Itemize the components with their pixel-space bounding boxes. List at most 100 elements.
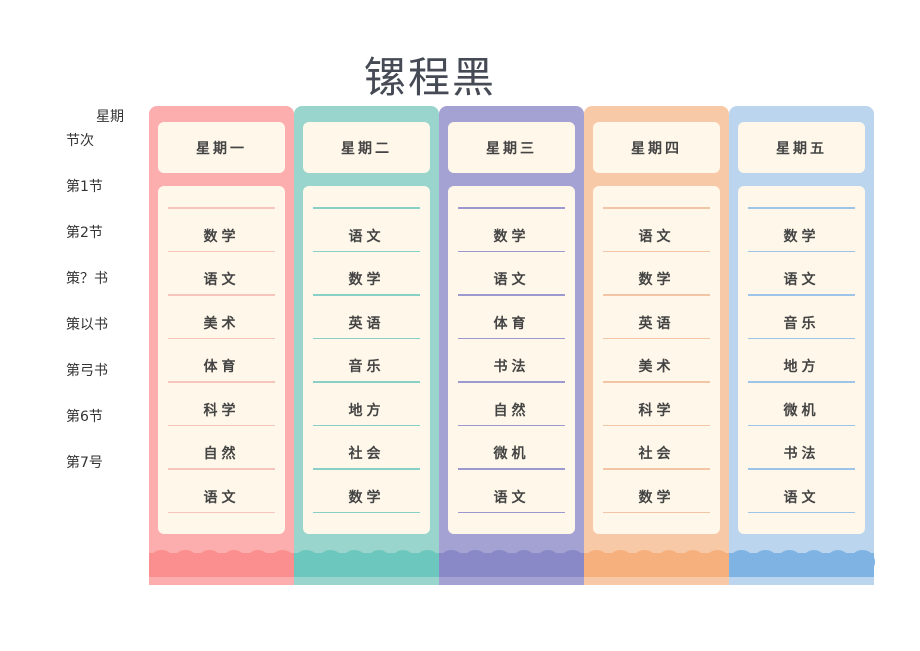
class-cell: 数学 bbox=[348, 272, 385, 288]
row-divider bbox=[748, 250, 855, 252]
class-cell: 数学 bbox=[783, 228, 820, 245]
row-divider bbox=[603, 337, 710, 339]
row-divider bbox=[603, 468, 710, 470]
class-cell: 语文 bbox=[783, 489, 820, 506]
period-label: 第6节 bbox=[66, 409, 103, 425]
class-cell: 音乐 bbox=[783, 315, 820, 332]
class-cell: 社会 bbox=[638, 446, 675, 462]
class-cell: 语文 bbox=[203, 489, 240, 506]
period-label: 策？书 bbox=[66, 271, 108, 287]
class-list-panel: 语文数学英语音乐地方社会数学 bbox=[303, 186, 430, 534]
period-label: 第2节 bbox=[66, 225, 103, 241]
period-header-label: 节次 bbox=[66, 133, 94, 149]
scalloped-edge bbox=[294, 550, 440, 586]
row-divider bbox=[313, 207, 420, 209]
day-header: 星期四 bbox=[593, 122, 720, 173]
period-label: 第1节 bbox=[66, 179, 103, 195]
class-cell: 美术 bbox=[203, 315, 240, 332]
class-cell: 语文 bbox=[493, 272, 530, 288]
row-divider bbox=[603, 207, 710, 209]
row-divider bbox=[313, 511, 420, 513]
row-divider bbox=[458, 511, 565, 513]
class-cell: 微机 bbox=[493, 446, 530, 462]
class-cell: 语文 bbox=[348, 228, 385, 245]
class-cell: 语文 bbox=[783, 272, 820, 288]
weekday-header-label: 星期 bbox=[96, 109, 124, 125]
class-cell: 数学 bbox=[493, 228, 530, 245]
class-cell: 自然 bbox=[203, 446, 240, 462]
row-divider bbox=[458, 468, 565, 470]
class-cell: 书法 bbox=[493, 359, 530, 375]
row-divider bbox=[168, 511, 275, 513]
row-divider bbox=[748, 207, 855, 209]
row-divider bbox=[313, 294, 420, 296]
row-divider bbox=[168, 468, 275, 470]
row-divider bbox=[458, 337, 565, 339]
row-divider bbox=[168, 337, 275, 339]
row-divider bbox=[458, 381, 565, 383]
day-column: 星期五数学语文音乐地方微机书法语文 bbox=[729, 106, 875, 585]
class-list-panel: 数学语文体育书法自然微机语文 bbox=[448, 186, 575, 534]
class-list-panel: 语文数学英语美术科学社会数学 bbox=[593, 186, 720, 534]
row-divider bbox=[168, 294, 275, 296]
row-divider bbox=[603, 424, 710, 426]
scalloped-edge bbox=[149, 550, 295, 586]
row-divider bbox=[313, 250, 420, 252]
class-cell: 英语 bbox=[638, 315, 675, 332]
row-divider bbox=[313, 468, 420, 470]
row-divider bbox=[313, 381, 420, 383]
period-label: 第弓书 bbox=[66, 363, 108, 379]
day-column: 星期一数学语文美术体育科学自然语文 bbox=[149, 106, 295, 586]
class-cell: 微机 bbox=[783, 402, 820, 419]
row-divider bbox=[458, 250, 565, 252]
class-cell: 音乐 bbox=[348, 359, 385, 375]
day-header: 星期二 bbox=[303, 122, 430, 173]
row-divider bbox=[458, 207, 565, 209]
row-divider bbox=[313, 337, 420, 339]
class-cell: 语文 bbox=[493, 489, 530, 506]
class-cell: 书法 bbox=[783, 446, 820, 462]
class-cell: 体育 bbox=[203, 359, 240, 375]
class-cell: 地方 bbox=[783, 359, 820, 375]
row-divider bbox=[458, 294, 565, 296]
class-list-panel: 数学语文美术体育科学自然语文 bbox=[158, 186, 285, 534]
row-divider bbox=[168, 424, 275, 426]
class-cell: 数学 bbox=[203, 228, 240, 245]
class-cell: 地方 bbox=[348, 402, 385, 419]
row-divider bbox=[603, 511, 710, 513]
page-title: 镙程黑 bbox=[363, 53, 496, 102]
class-cell: 自然 bbox=[493, 402, 530, 419]
period-label: 第7号 bbox=[66, 455, 103, 471]
class-cell: 语文 bbox=[638, 228, 675, 245]
row-divider bbox=[168, 250, 275, 252]
day-column: 星期三数学语文体育书法自然微机语文 bbox=[439, 106, 585, 586]
class-cell: 体育 bbox=[493, 315, 530, 332]
row-divider bbox=[313, 424, 420, 426]
row-divider bbox=[748, 381, 855, 383]
class-cell: 美术 bbox=[638, 359, 675, 375]
row-divider bbox=[603, 294, 710, 296]
class-cell: 语文 bbox=[203, 272, 240, 288]
day-header: 星期一 bbox=[158, 122, 285, 173]
class-list-panel: 数学语文音乐地方微机书法语文 bbox=[738, 186, 865, 534]
row-divider bbox=[748, 337, 855, 339]
day-header: 星期五 bbox=[738, 122, 865, 173]
class-cell: 科学 bbox=[638, 402, 675, 419]
class-cell: 英语 bbox=[348, 315, 385, 332]
row-divider bbox=[603, 250, 710, 252]
scalloped-edge bbox=[584, 550, 730, 586]
row-divider bbox=[748, 511, 855, 513]
row-divider bbox=[748, 468, 855, 470]
row-divider bbox=[748, 424, 855, 426]
class-cell: 科学 bbox=[203, 402, 240, 419]
class-cell: 数学 bbox=[638, 272, 675, 288]
class-cell: 数学 bbox=[348, 489, 385, 506]
row-divider bbox=[748, 294, 855, 296]
day-column: 星期四语文数学英语美术科学社会数学 bbox=[584, 106, 730, 586]
day-column: 星期二语文数学英语音乐地方社会数学 bbox=[294, 106, 440, 586]
scalloped-edge bbox=[439, 550, 585, 586]
row-divider bbox=[168, 381, 275, 383]
row-divider bbox=[458, 424, 565, 426]
class-cell: 数学 bbox=[638, 489, 675, 506]
row-divider bbox=[168, 207, 275, 209]
